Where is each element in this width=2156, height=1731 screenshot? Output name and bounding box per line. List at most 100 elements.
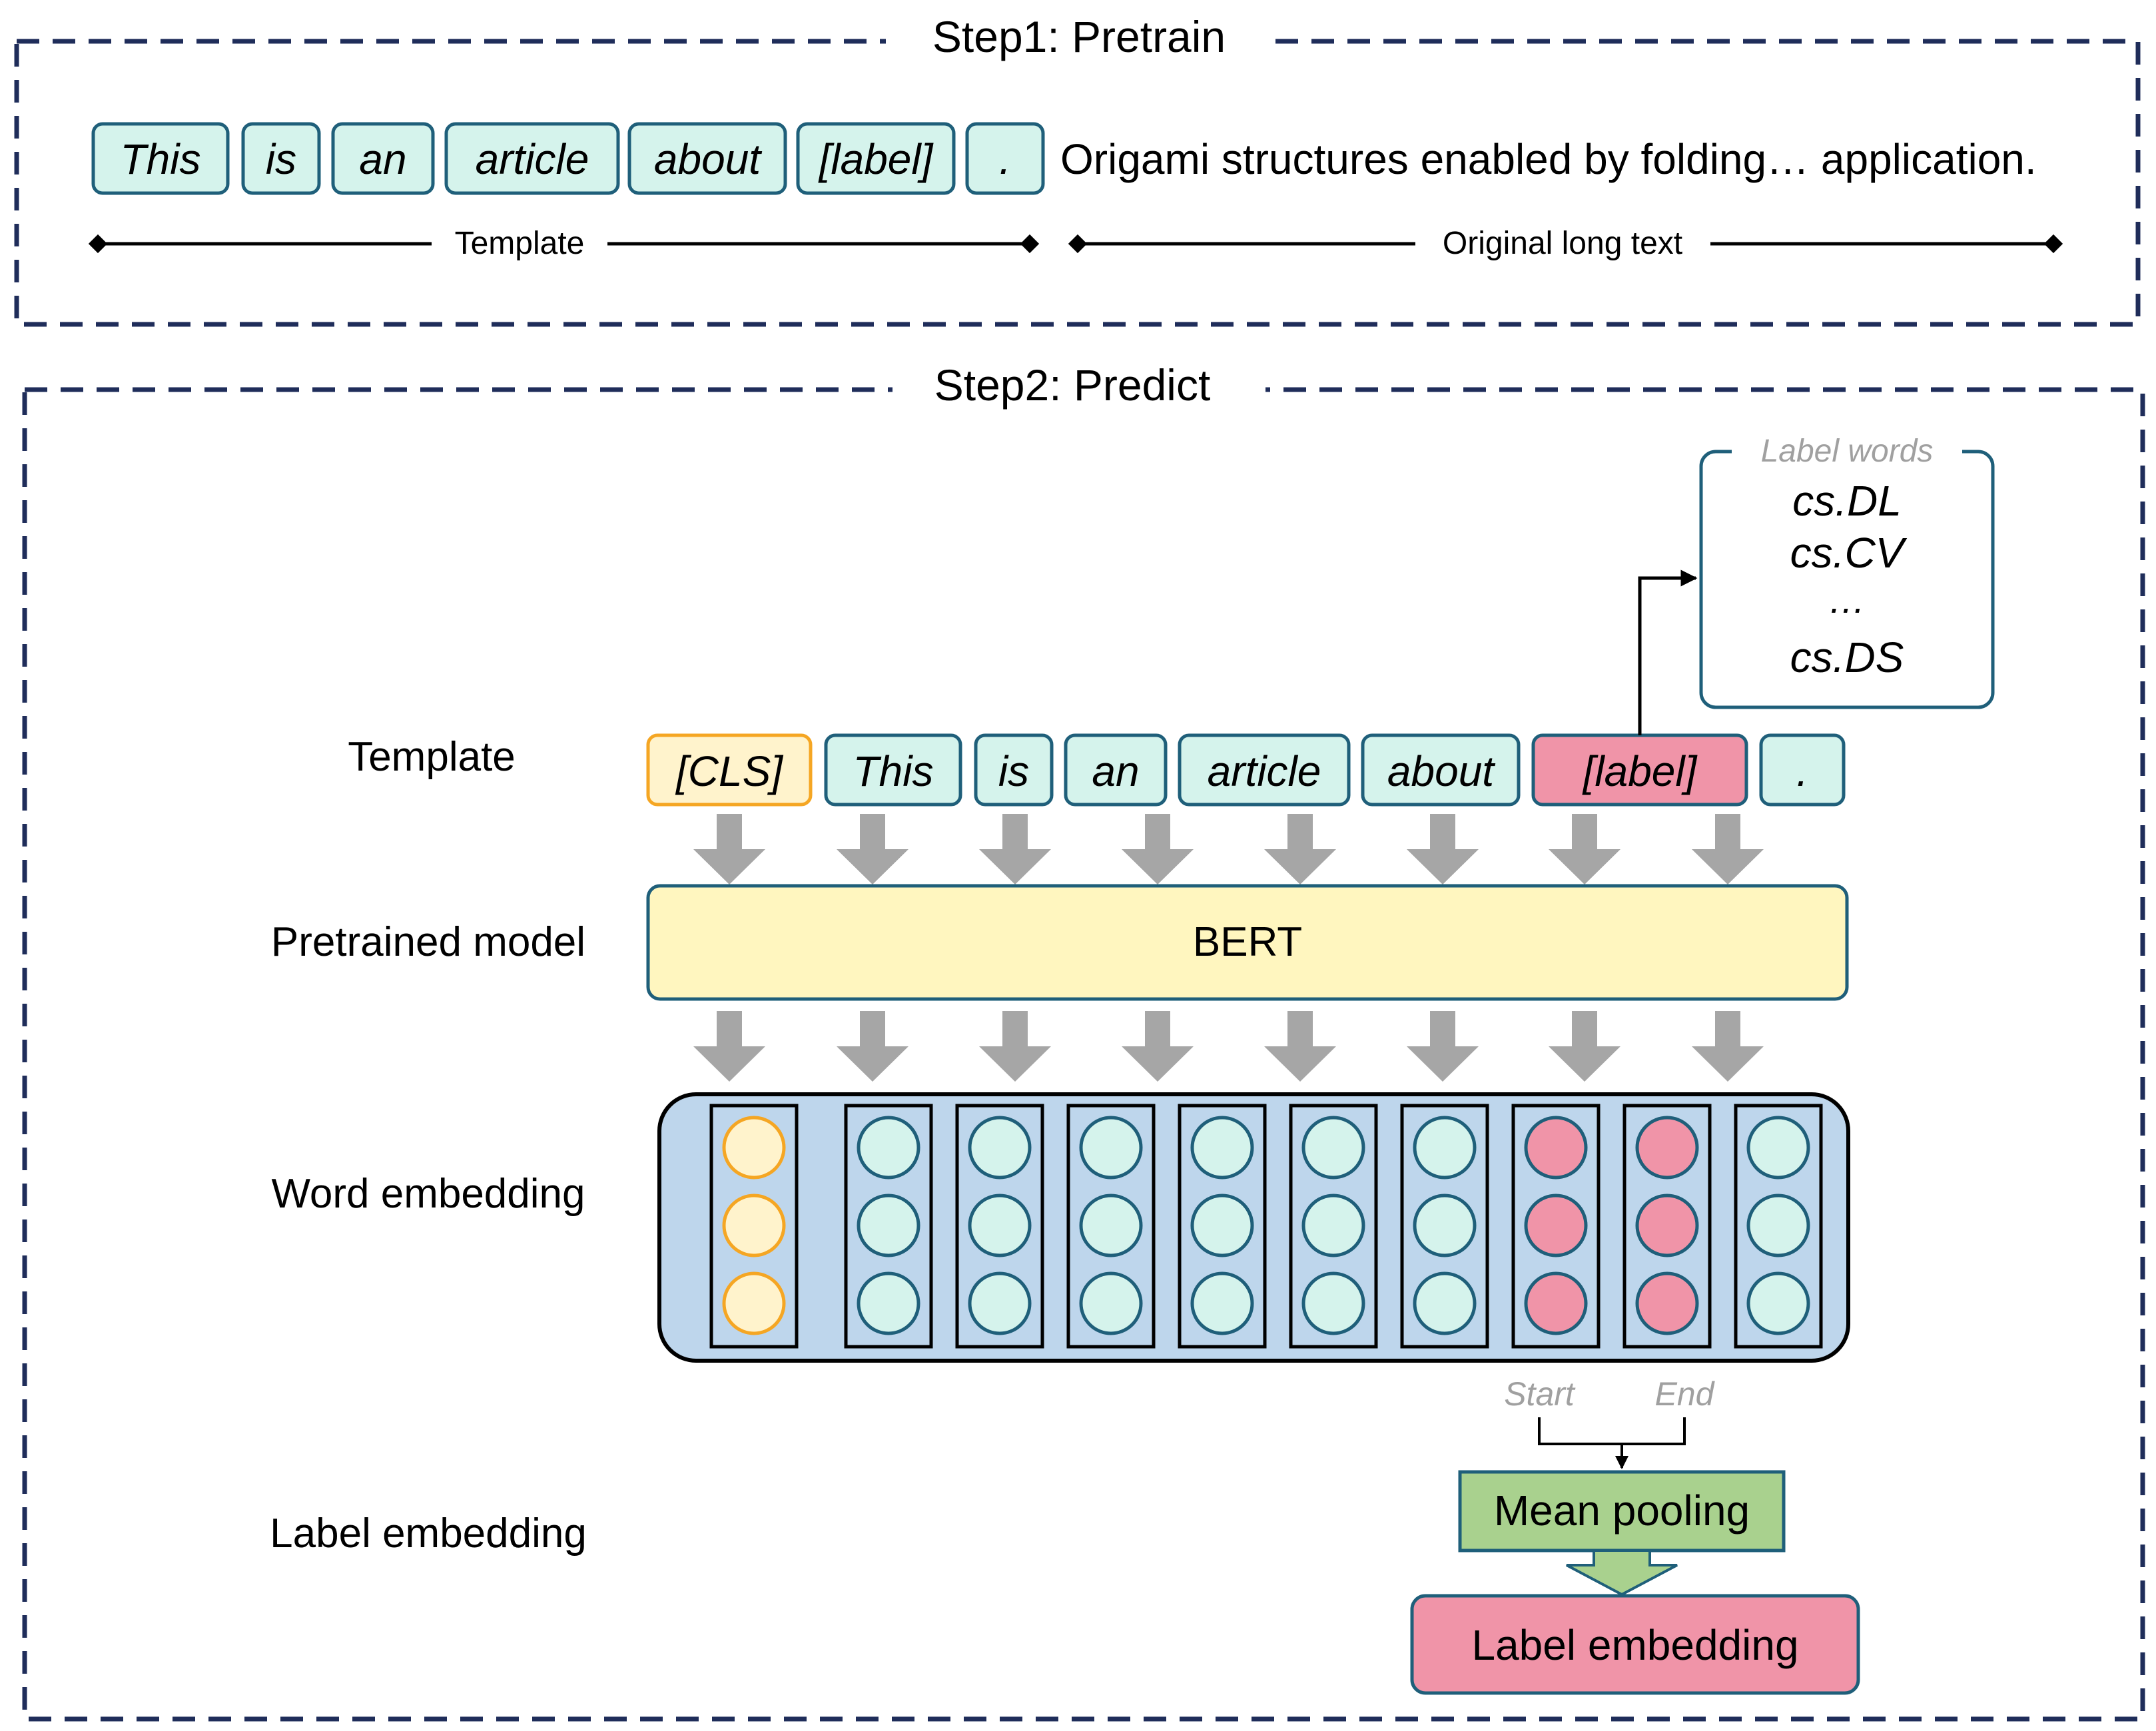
mean-pooling-box: Mean pooling	[1458, 1470, 1786, 1553]
diamond-marker	[2043, 234, 2063, 254]
token-text: .	[1796, 747, 1808, 795]
template-token: .	[1759, 733, 1846, 807]
token-text: This	[121, 135, 201, 183]
template-token: is	[241, 122, 321, 195]
embedding-unit	[1746, 1116, 1810, 1180]
token-text: article	[476, 135, 589, 183]
label-embedding-text: Label embedding	[1471, 1621, 1798, 1669]
row-label-word-embedding: Word embedding	[271, 1171, 585, 1217]
down-arrow	[1692, 814, 1764, 884]
token-text: [label]	[1582, 747, 1698, 795]
label-word-item: cs.DS	[1790, 633, 1904, 681]
label-word-item: cs.DL	[1792, 477, 1902, 525]
step1-template-tokens: This is an article about [label] .	[91, 122, 1045, 195]
template-token: an	[1064, 733, 1168, 807]
embedding-unit	[1190, 1116, 1254, 1180]
embedding-unit	[857, 1116, 920, 1180]
embedding-unit	[968, 1271, 1032, 1335]
down-arrow	[1122, 814, 1194, 884]
row-label-pretrained-model: Pretrained model	[271, 919, 585, 965]
down-arrow	[979, 1011, 1051, 1082]
token-text: [label]	[818, 135, 934, 183]
embedding-column	[1178, 1104, 1267, 1349]
token-text: an	[359, 135, 406, 183]
token-text: This	[853, 747, 934, 795]
token-text: about	[654, 135, 762, 183]
template-span-label: Template	[455, 226, 585, 261]
embedding-column	[1289, 1104, 1378, 1349]
token-text: an	[1092, 747, 1139, 795]
template-token: This	[91, 122, 230, 195]
embedding-unit	[1079, 1271, 1143, 1335]
token-text: is	[998, 747, 1029, 795]
embedding-column-label-end	[1622, 1104, 1712, 1349]
original-span-label: Original long text	[1443, 226, 1682, 261]
template-token: about	[627, 122, 787, 195]
down-arrow	[837, 814, 908, 884]
embedding-unit	[1301, 1194, 1365, 1257]
embedding-unit	[1190, 1271, 1254, 1335]
template-token: article	[444, 122, 620, 195]
input-arrows	[693, 814, 1764, 884]
embedding-unit	[1746, 1271, 1810, 1335]
embedding-unit	[1635, 1271, 1699, 1335]
embedding-column	[955, 1104, 1044, 1349]
down-arrow	[1264, 814, 1336, 884]
step2-template-tokens: [CLS] This is an article about [label]	[646, 733, 1846, 807]
token-text: is	[266, 135, 296, 183]
down-arrow	[1549, 814, 1620, 884]
token-text: about	[1387, 747, 1495, 795]
row-label-template: Template	[348, 734, 516, 780]
start-label: Start	[1504, 1375, 1576, 1413]
down-arrow	[693, 1011, 765, 1082]
template-token: [label]	[796, 122, 956, 195]
embedding-unit	[1413, 1116, 1477, 1180]
embedding-unit	[968, 1194, 1032, 1257]
step1-title: Step1: Pretrain	[932, 12, 1226, 61]
diamond-marker	[88, 234, 108, 254]
down-arrow	[979, 814, 1051, 884]
down-arrow	[837, 1011, 908, 1082]
embedding-unit	[1524, 1194, 1588, 1257]
embedding-unit	[1079, 1194, 1143, 1257]
template-token: This	[824, 733, 962, 807]
original-span-indicator: Original long text	[1068, 226, 2063, 261]
label-word-item: …	[1828, 579, 1866, 621]
template-token: article	[1178, 733, 1351, 807]
embedding-unit	[1746, 1194, 1810, 1257]
template-token: about	[1361, 733, 1521, 807]
pooling-down-arrow	[1566, 1549, 1678, 1596]
down-arrow	[1264, 1011, 1336, 1082]
embedding-unit	[968, 1116, 1032, 1180]
step2-title: Step2: Predict	[934, 360, 1211, 410]
embedding-unit	[1413, 1194, 1477, 1257]
span-bracket	[1538, 1417, 1686, 1445]
end-label: End	[1655, 1375, 1716, 1413]
embedding-unit	[722, 1271, 786, 1335]
diamond-marker	[1020, 234, 1040, 254]
bert-label: BERT	[1193, 919, 1302, 965]
diamond-marker	[1068, 234, 1088, 254]
template-token: an	[331, 122, 435, 195]
step1-title-bg	[886, 13, 1272, 67]
embedding-unit	[1413, 1271, 1477, 1335]
label-words-box: Label words cs.DL cs.CV … cs.DS	[1699, 433, 1995, 709]
label-to-words-arrow	[1638, 569, 1698, 735]
word-embedding-block	[657, 1092, 1850, 1363]
embedding-unit	[722, 1194, 786, 1257]
template-token: is	[974, 733, 1054, 807]
embedding-unit	[1524, 1271, 1588, 1335]
token-text: article	[1208, 747, 1321, 795]
embedding-unit	[722, 1116, 786, 1180]
bert-model-box: BERT	[646, 884, 1849, 1001]
embedding-unit	[1301, 1116, 1365, 1180]
down-arrow	[1407, 1011, 1479, 1082]
mean-pooling-label: Mean pooling	[1494, 1487, 1750, 1535]
embedding-column-label-start	[1511, 1104, 1601, 1349]
original-long-text: Origami structures enabled by folding… a…	[1060, 135, 2037, 183]
down-arrow	[693, 814, 765, 884]
embedding-column	[1066, 1104, 1156, 1349]
template-token: .	[965, 122, 1045, 195]
embedding-unit	[1635, 1194, 1699, 1257]
